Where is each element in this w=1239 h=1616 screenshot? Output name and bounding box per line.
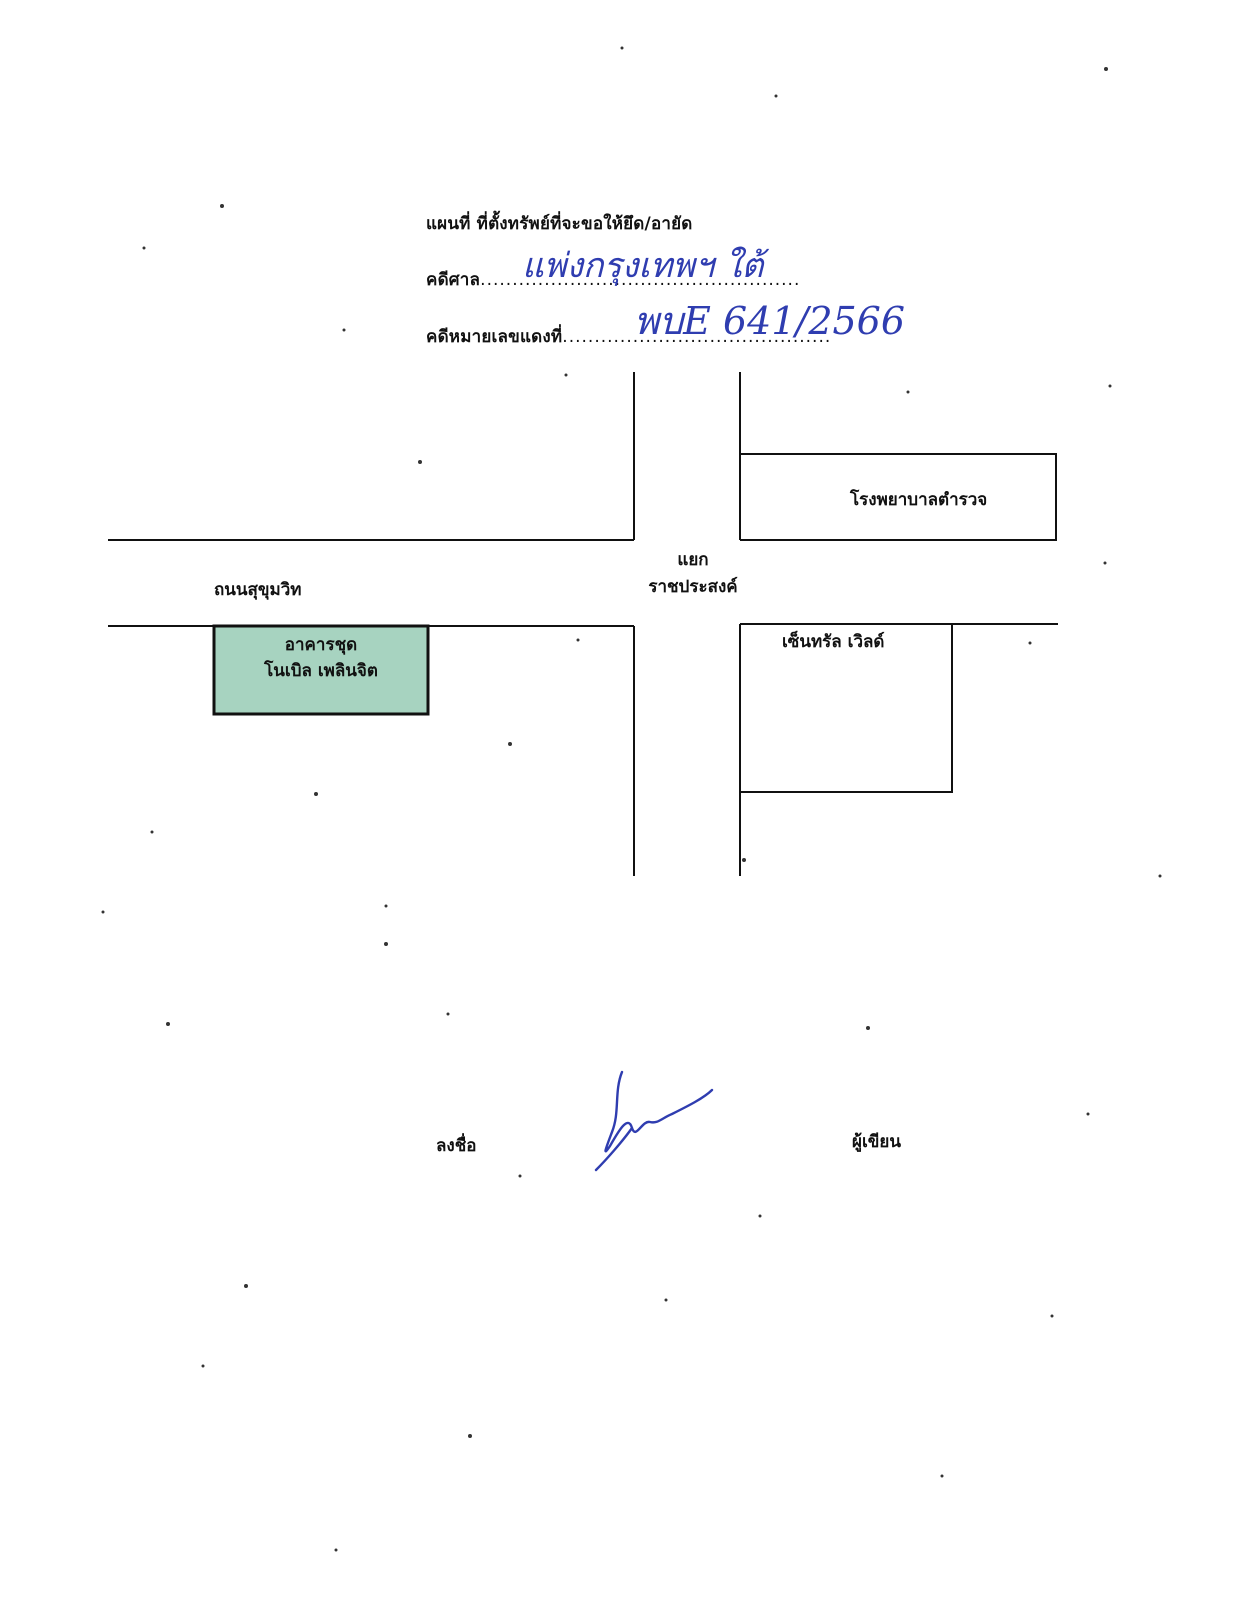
intersection-label-line2: ราชประสงค์ [648, 577, 738, 597]
hospital-box [740, 453, 1057, 541]
sign-label: ลงชื่อ [436, 1136, 477, 1156]
mall-box [740, 624, 953, 793]
condo-label-line1: อาคารชุด [284, 635, 358, 655]
case-number-line: คดีหมายเลขแดงที่........................… [426, 323, 831, 350]
case-dots: ........................................… [562, 327, 832, 347]
condo-building-label: อาคารชุด โนเบิล เพลินจิต [214, 632, 428, 684]
court-dots: ........................................… [480, 270, 801, 290]
signature-mark [594, 1070, 714, 1172]
condo-label-line2: โนเบิล เพลินจิต [264, 661, 378, 681]
intersection-label: แยก ราชประสงค์ [628, 546, 758, 600]
court-label: คดีศาล [426, 270, 481, 290]
case-label: คดีหมายเลขแดงที่ [426, 327, 563, 347]
writer-label: ผู้เขียน [852, 1132, 901, 1152]
condo-building-box [212, 624, 430, 716]
court-line: คดีศาล..................................… [426, 266, 800, 293]
court-handwritten-value: แพ่งกรุงเทพฯ ใต้ [522, 246, 764, 286]
road-label: ถนนสุขุมวิท [214, 580, 302, 600]
document-title: แผนที่ ที่ตั้งทรัพย์ที่จะขอให้ยึด/อายัด [426, 210, 693, 237]
mall-label: เซ็นทรัล เวิลด์ [782, 632, 885, 652]
title-text: แผนที่ ที่ตั้งทรัพย์ที่จะขอให้ยึด/อายัด [426, 214, 693, 234]
hospital-label: โรงพยาบาลตำรวจ [850, 490, 988, 510]
case-handwritten-value: พบE 641/2566 [634, 299, 906, 343]
intersection-label-line1: แยก [677, 550, 709, 570]
